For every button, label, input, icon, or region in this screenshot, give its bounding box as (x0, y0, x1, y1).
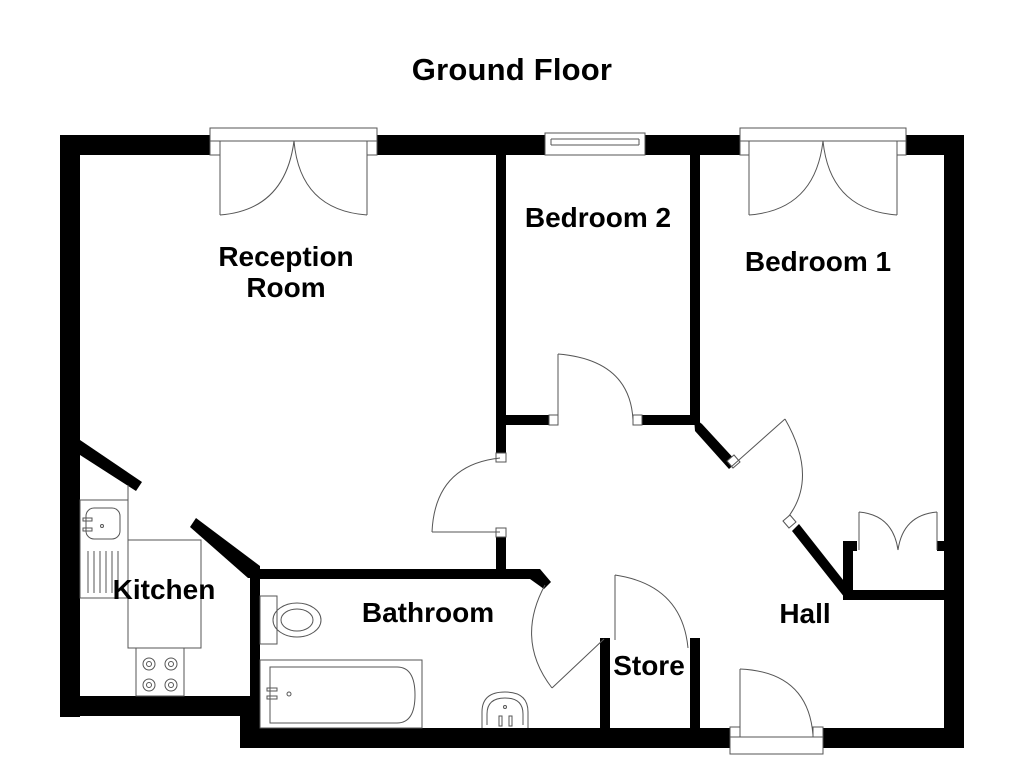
hob (135, 647, 185, 697)
wardrobe (858, 511, 938, 551)
toilet (259, 595, 322, 645)
door-store[interactable] (614, 574, 689, 649)
room-label-store: Store (613, 650, 685, 681)
french-doors-bedroom1 (739, 127, 907, 216)
kitchen-sink (82, 507, 121, 593)
room-label-bedroom1: Bedroom 1 (744, 246, 892, 277)
front-door[interactable] (729, 668, 824, 755)
room-label-kitchen: Kitchen (112, 574, 216, 605)
kitchen-counter (79, 485, 202, 649)
french-doors-reception (209, 127, 378, 216)
bath (259, 659, 423, 729)
door-bedroom1[interactable] (726, 418, 803, 529)
room-label-reception: Reception Room (186, 241, 386, 303)
room-label-hall: Hall (779, 598, 831, 629)
door-bedroom2[interactable] (548, 353, 643, 426)
window-bedroom2 (544, 132, 646, 156)
floor-title: Ground Floor (411, 52, 613, 87)
basin (481, 691, 529, 728)
room-label-reception-line1: Reception (218, 241, 354, 272)
room-label-reception-line2: Room (246, 272, 326, 303)
door-bathroom[interactable] (531, 584, 605, 689)
door-reception[interactable] (431, 452, 507, 538)
room-label-bedroom2: Bedroom 2 (524, 202, 672, 233)
walls (60, 135, 964, 748)
room-label-bathroom: Bathroom (361, 597, 495, 628)
